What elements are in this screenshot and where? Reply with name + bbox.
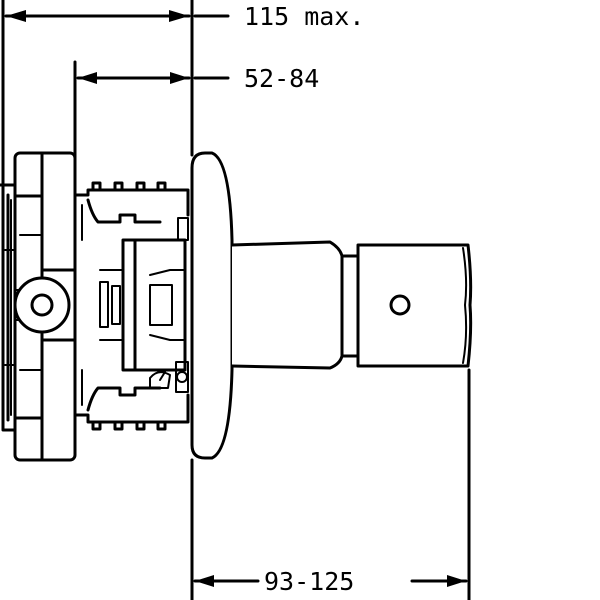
arrow-left (6, 10, 26, 22)
supply-port-inner (32, 295, 52, 315)
extension-lines (3, 0, 469, 600)
mounting-frame (0, 153, 75, 460)
handle-sleeve (232, 242, 342, 368)
frame-left-edge (3, 185, 15, 430)
dimension-label-wall-range: 52-84 (244, 64, 320, 93)
body-outline-top (75, 190, 188, 215)
rosette-plate (192, 153, 232, 458)
dimension-93-125 (195, 575, 466, 587)
body-outline-bottom (75, 395, 188, 422)
dimension-label-projection-range: 93-125 (264, 567, 355, 596)
supply-port-outer (15, 278, 69, 332)
thread-bottom (93, 422, 165, 429)
arrow-left (195, 575, 214, 587)
indicator-dot (391, 296, 409, 314)
valve-body (75, 183, 188, 429)
thread-top (93, 183, 165, 190)
control-knob (358, 245, 471, 366)
arrow-right (169, 10, 189, 22)
cartridge-core (123, 240, 185, 370)
arrow-left (78, 72, 97, 84)
arrow-right (170, 72, 189, 84)
dimension-115-max (6, 10, 228, 22)
knob-end-groove (463, 248, 466, 363)
dimension-label-overall-depth: 115 max. (244, 2, 365, 31)
arrow-right (447, 575, 466, 587)
dimension-52-84 (78, 72, 228, 84)
